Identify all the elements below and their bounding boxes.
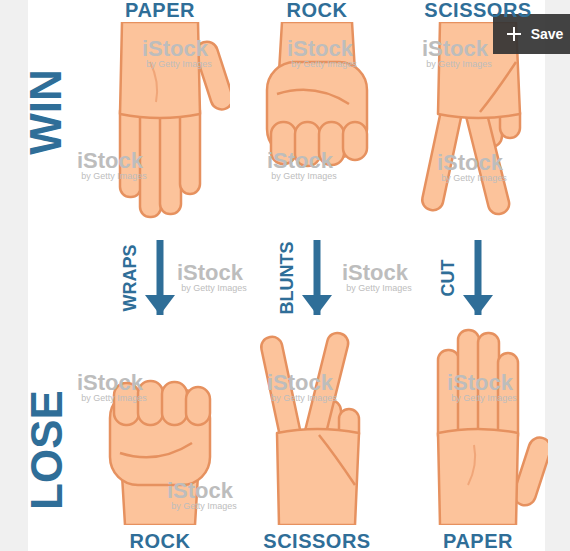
watermark: iStock: [422, 37, 488, 60]
watermark: iStock: [167, 479, 233, 502]
gesture-label: PAPER: [443, 531, 513, 551]
rock-hand: [267, 22, 367, 166]
scissors-hand: [259, 331, 359, 525]
gesture-label: ROCK: [287, 0, 348, 20]
gesture-label: PAPER: [125, 0, 195, 20]
watermark: iStock: [177, 261, 243, 284]
verb-label: CUT: [438, 257, 458, 298]
gesture-label: SCISSORS: [424, 0, 531, 20]
arrow-connector: [314, 240, 321, 315]
side-heading: LOSE: [24, 390, 70, 510]
watermark: by Getty Images: [346, 284, 412, 293]
watermark: by Getty Images: [451, 394, 517, 403]
watermark: iStock: [267, 149, 333, 172]
gesture-node: SCISSORS: [242, 315, 392, 551]
side-heading: WIN: [23, 69, 69, 155]
watermark: by Getty Images: [271, 394, 337, 403]
watermark: by Getty Images: [171, 502, 237, 511]
save-button: [493, 14, 570, 54]
watermark: iStock: [77, 149, 143, 172]
gesture-label: SCISSORS: [263, 531, 370, 551]
watermark: iStock: [267, 371, 333, 394]
watermark: iStock: [142, 37, 208, 60]
watermark: iStock: [287, 37, 353, 60]
watermark: by Getty Images: [181, 284, 247, 293]
watermark: iStock: [342, 261, 408, 284]
paper-hand: [120, 22, 236, 217]
watermark: iStock: [77, 371, 143, 394]
arrow-connector: [475, 240, 482, 315]
watermark: by Getty Images: [441, 174, 507, 183]
watermark: by Getty Images: [81, 172, 147, 181]
gesture-node: ROCK: [85, 315, 235, 551]
watermark: iStock: [437, 151, 503, 174]
watermark: by Getty Images: [426, 60, 492, 69]
verb-label: WRAPS: [120, 242, 140, 313]
watermark: by Getty Images: [146, 60, 212, 69]
gesture-node: PAPER: [403, 315, 553, 551]
button-label: Save: [531, 27, 564, 42]
watermark: iStock: [447, 371, 513, 394]
verb-label: BLUNTS: [277, 239, 297, 316]
watermark: by Getty Images: [271, 172, 337, 181]
gesture-label: ROCK: [130, 531, 191, 551]
arrow-connector: [157, 240, 164, 315]
watermark: by Getty Images: [81, 394, 147, 403]
paper-hand: [438, 330, 554, 525]
plus-icon: [507, 27, 521, 41]
watermark: by Getty Images: [291, 60, 357, 69]
side-band: [545, 0, 570, 551]
